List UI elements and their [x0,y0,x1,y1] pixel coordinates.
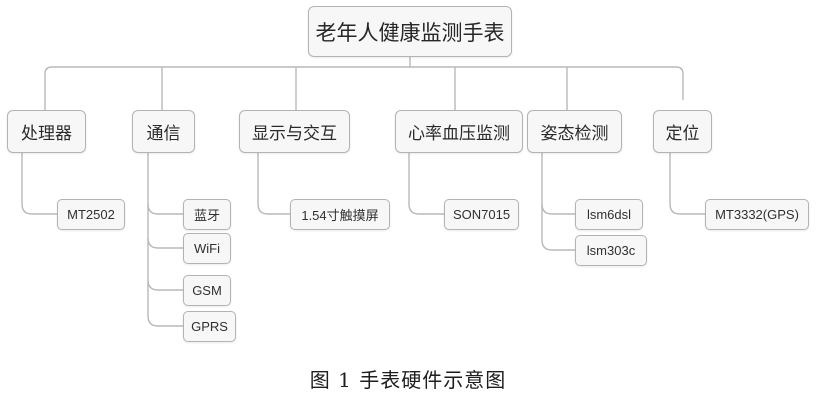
leaf-node-wifi: WiFi [183,233,231,264]
leaf-line-mt2502 [21,151,57,215]
leaf-line-son7015 [408,151,444,215]
leaf-line-gps [669,151,705,215]
leaf-line-gsm [147,238,183,291]
leaf-node-mt2502: MT2502 [57,199,125,230]
figure-caption: 图 1 手表硬件示意图 [309,368,507,392]
leaf-node-bluetooth: 蓝牙 [183,199,231,230]
leaf-node-touchscreen: 1.54寸触摸屏 [290,199,390,230]
root-node: 老年人健康监测手表 [308,6,512,57]
leaf-node-gps: MT3332(GPS) [705,199,809,230]
leaf-node-gsm: GSM [183,275,231,306]
leaf-line-bluetooth [147,151,183,215]
leaf-line-lsm303c [541,204,575,251]
category-node-display: 显示与交互 [239,110,350,153]
category-node-posture: 姿态检测 [527,110,622,153]
leaf-line-wifi [147,204,183,249]
category-node-location: 定位 [653,110,712,153]
bus-line [44,66,684,118]
leaf-node-lsm303c: lsm303c [575,235,647,266]
leaf-line-touchscreen [257,151,290,215]
category-node-communication: 通信 [132,110,195,153]
leaf-line-lsm6dsl [541,151,575,215]
category-node-processor: 处理器 [7,110,86,153]
category-node-heart-bp: 心率血压监测 [395,110,523,153]
leaf-node-gprs: GPRS [183,311,236,342]
leaf-node-lsm6dsl: lsm6dsl [575,199,643,230]
leaf-line-gprs [147,280,183,327]
leaf-node-son7015: SON7015 [444,199,519,230]
